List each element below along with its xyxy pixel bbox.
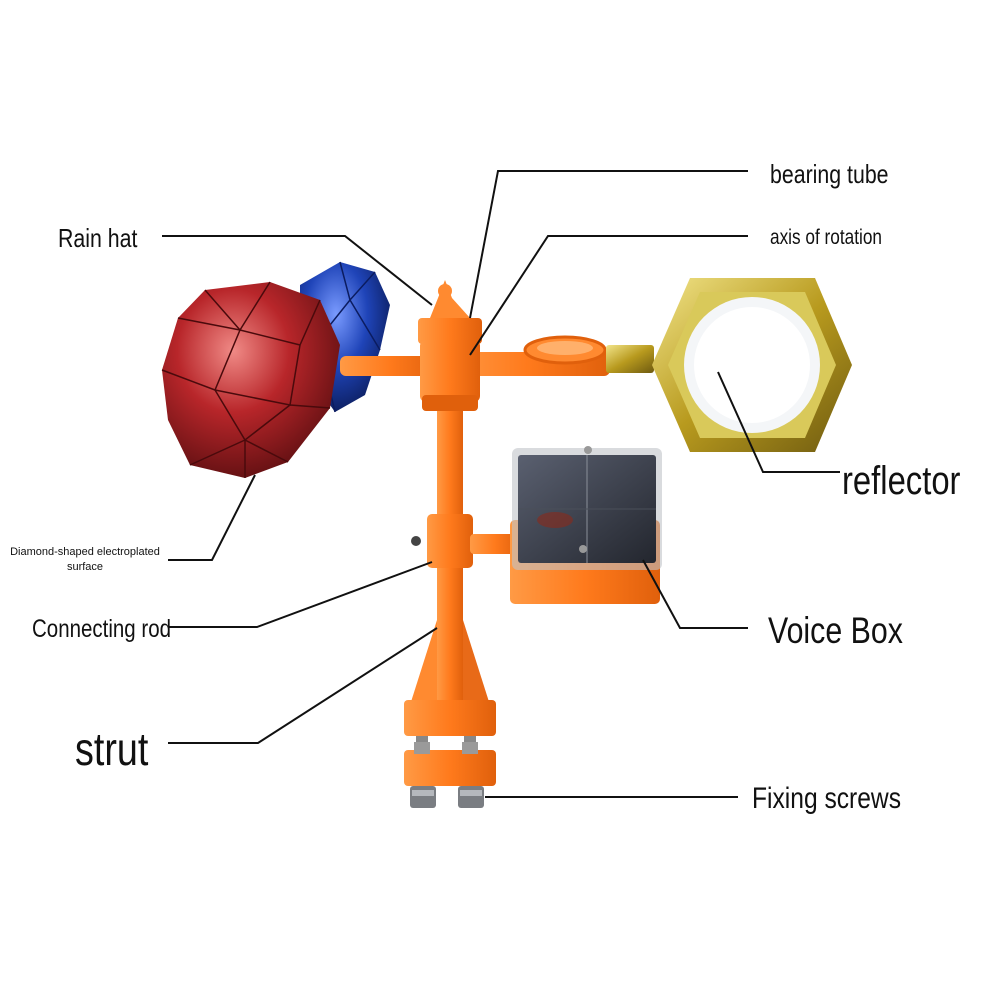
leader-diamond-surface [168, 474, 256, 561]
leader-connecting-rod [168, 561, 433, 628]
leader-axis-of-rotation [469, 235, 748, 356]
leader-bearing-tube [469, 170, 748, 319]
clamp-base [404, 700, 496, 786]
label-bearing-tube: bearing tube [770, 159, 889, 189]
strut-gusset [410, 620, 437, 705]
leader-strut [168, 627, 438, 744]
reflector-connector [606, 345, 654, 373]
leader-voice-box [642, 559, 748, 629]
label-reflector: reflector [842, 459, 961, 503]
label-connecting-rod: Connecting rod [32, 615, 172, 643]
left-arm [340, 356, 440, 376]
hub [418, 280, 482, 411]
label-diamond-surface-line1: Diamond-shaped electroplated [10, 546, 160, 558]
label-voice-box: Voice Box [768, 610, 903, 651]
voice-box-device [510, 446, 662, 604]
red-diamond [161, 281, 340, 478]
label-axis-of-rotation: axis of rotation [770, 226, 882, 249]
reflector-hexagon [652, 278, 852, 452]
box-bracket [470, 534, 520, 554]
label-diamond-surface: Diamond-shaped electroplated surface [0, 545, 170, 575]
label-diamond-surface-line2: surface [66, 561, 104, 573]
leader-reflector [717, 371, 840, 473]
leader-rain-hat [162, 235, 433, 306]
label-rain-hat: Rain hat [58, 223, 138, 253]
label-fixing-screws: Fixing screws [752, 782, 901, 815]
post-collar [427, 514, 473, 568]
fixing-screw-heads [410, 786, 484, 808]
label-strut: strut [75, 723, 149, 775]
